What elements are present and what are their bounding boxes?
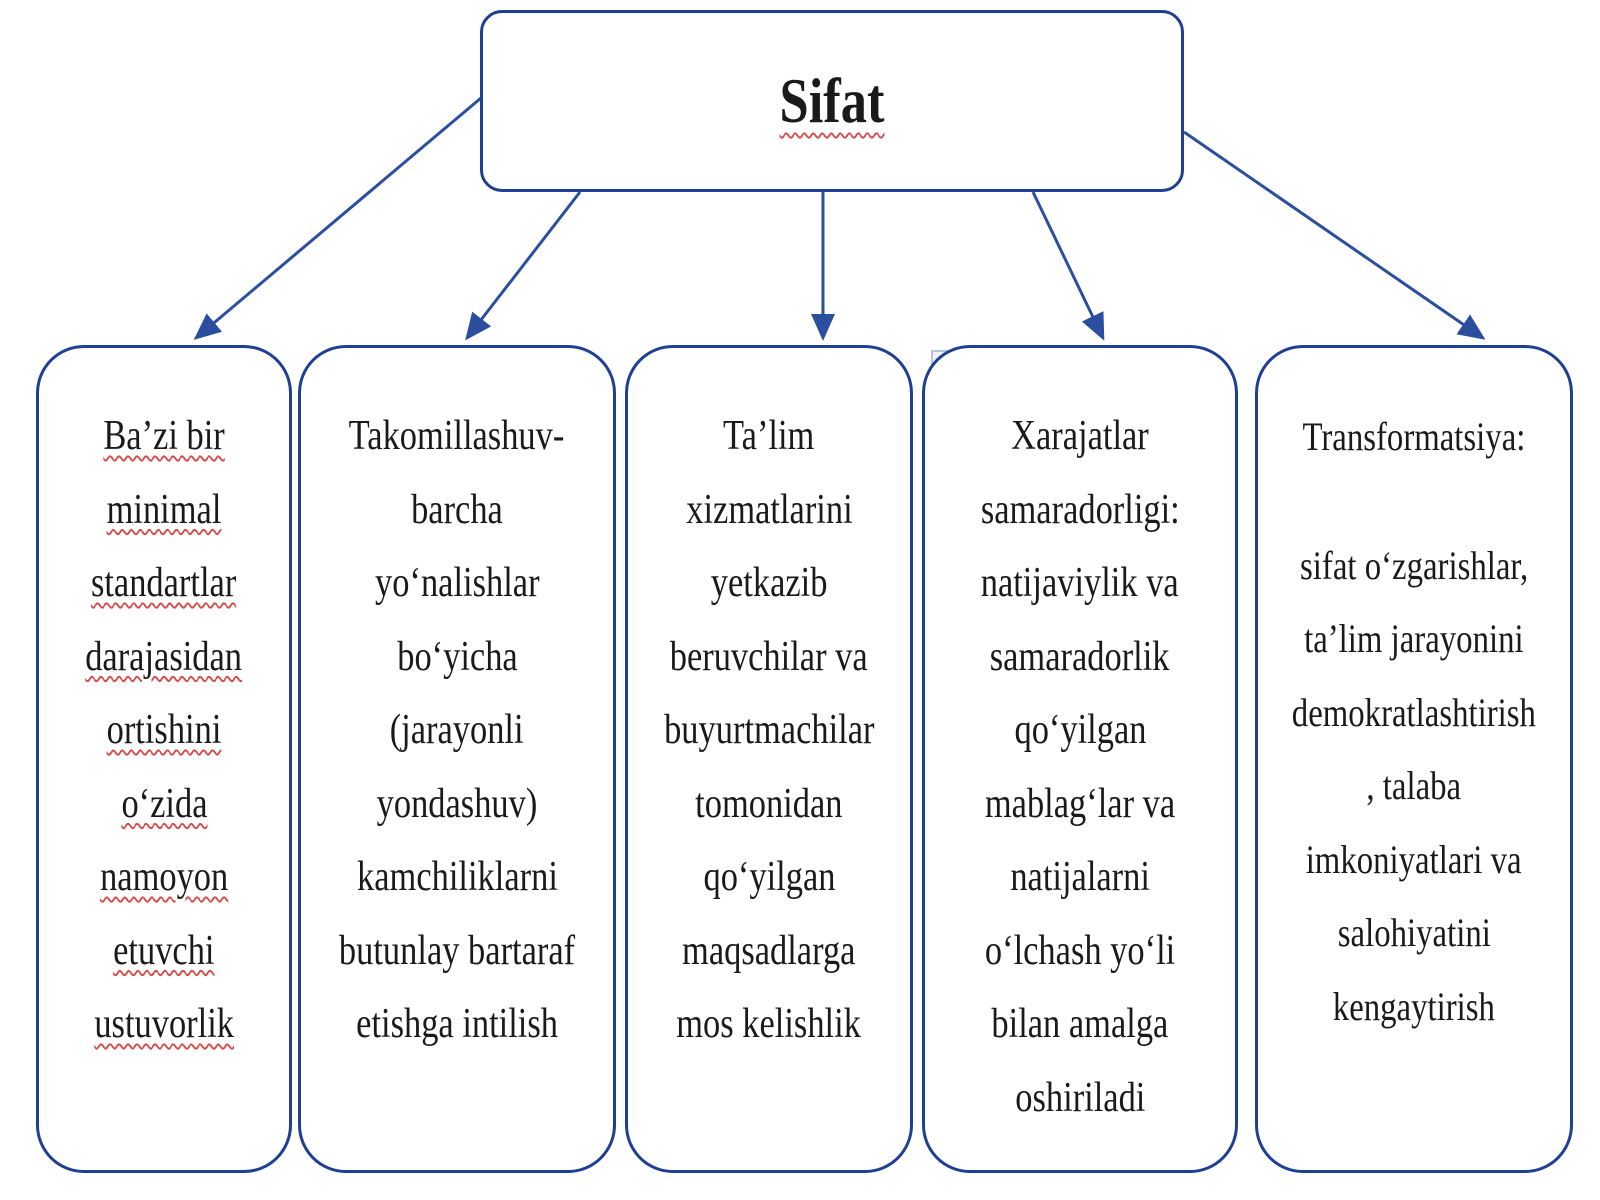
branch-1-line: Ba’zi bir — [103, 413, 225, 459]
branch-1-line: standartlar — [91, 560, 237, 606]
branch-5-line: ta’lim jarayonini — [1304, 616, 1524, 661]
branch-2-line: (jarayonli — [390, 707, 524, 753]
branch-4-line: Xarajatlar — [1011, 413, 1149, 459]
branch-4-line: samaradorligi: — [980, 486, 1180, 533]
branch-2-line: barcha — [411, 486, 503, 533]
branch-4-line: qo‘yilgan — [1014, 707, 1146, 753]
branch-2-line: bo‘yicha — [396, 633, 518, 680]
arrow-to-branch-2 — [465, 191, 582, 341]
branch-5-line: Transformatsiya: — [1302, 414, 1526, 459]
branch-4-line: natijalarni — [1010, 854, 1150, 900]
branch-1-line: etuvchi — [113, 927, 215, 974]
branch-3-line: tomonidan — [695, 780, 843, 827]
branch-4-line: bilan amalga — [991, 1001, 1169, 1047]
branch-3-line: qo‘yilgan — [703, 854, 835, 900]
branch-5-line: imkoniyatlari va — [1306, 836, 1522, 882]
branch-1-line: o‘zida — [120, 780, 208, 827]
branch-3-line: yetkazib — [710, 560, 828, 606]
root-node-sifat[interactable]: Sifat — [480, 10, 1184, 192]
branch-3-line: mos kelishlik — [676, 1001, 862, 1047]
branch-2-line: Takomillashuv- — [349, 413, 565, 459]
branch-4-line: samaradorlik — [990, 633, 1170, 680]
branch-node-2[interactable]: Takomillashuv- barcha yo‘nalishlar bo‘yi… — [298, 345, 616, 1173]
branch-1-line: ustuvorlik — [94, 1001, 234, 1047]
branch-5-line: salohiyatini — [1337, 910, 1491, 955]
branch-5-line: sifat o‘zgarishlar, — [1299, 542, 1529, 588]
branch-3-line: buyurtmachilar — [663, 707, 875, 753]
arrow-to-branch-5 — [1183, 130, 1486, 340]
branch-1-line: ortishini — [106, 707, 222, 753]
arrow-to-branch-1 — [193, 96, 482, 340]
branch-3-line: Ta’lim — [723, 413, 815, 459]
root-node-title: Sifat — [779, 65, 885, 136]
branch-4-line: mablag‘lar va — [984, 780, 1176, 827]
branch-node-4[interactable]: Xarajatlar samaradorligi: natijaviylik v… — [922, 345, 1238, 1173]
branch-5-line: kengaytirish — [1332, 983, 1496, 1029]
branch-1-line: minimal — [106, 486, 222, 533]
branch-3-line: maqsadlarga — [682, 927, 856, 974]
branch-2-line: butunlay bartaraf — [338, 927, 576, 974]
branch-1-line: namoyon — [99, 854, 229, 900]
branch-3-line: beruvchilar va — [670, 633, 868, 680]
branch-node-5[interactable]: Transformatsiya: sifat o‘zgarishlar, ta’… — [1255, 345, 1573, 1173]
branch-3-line: xizmatlarini — [685, 486, 853, 533]
branch-4-line: o‘lchash yo‘li — [984, 927, 1176, 974]
branch-4-line: natijaviylik va — [980, 560, 1179, 606]
branch-1-line: darajasidan — [85, 633, 243, 680]
branch-4-line: oshiriladi — [1014, 1074, 1146, 1121]
branch-5-line: demokratlashtirish — [1291, 689, 1537, 735]
branch-2-line: kamchiliklarni — [356, 854, 558, 900]
arrow-to-branch-4 — [1031, 191, 1105, 341]
branch-2-line: yo‘nalishlar — [374, 560, 540, 606]
branch-2-line: etishga intilish — [356, 1001, 558, 1047]
branch-node-3[interactable]: Ta’lim xizmatlarini yetkazib beruvchilar… — [625, 345, 913, 1173]
branch-5-line: , talaba — [1366, 763, 1462, 808]
branch-node-1[interactable]: Ba’zi bir minimal standartlar darajasida… — [36, 345, 292, 1173]
branch-2-line: yondashuv) — [376, 780, 538, 827]
